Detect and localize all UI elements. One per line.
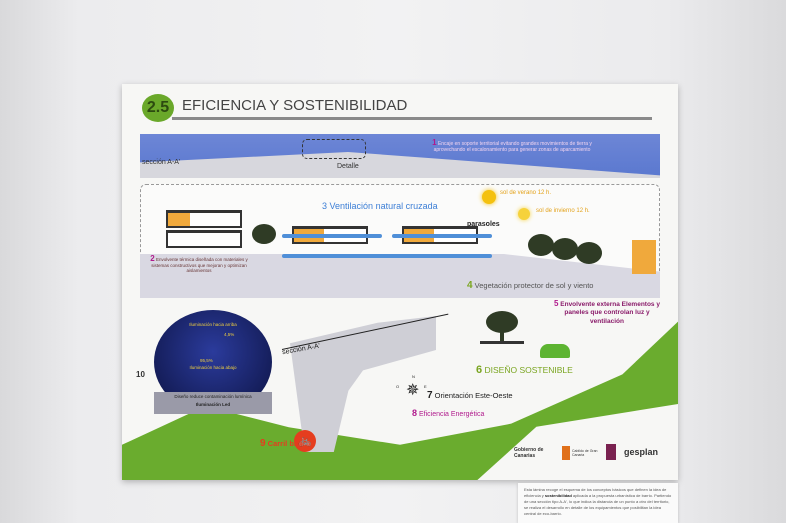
north: N <box>412 374 415 379</box>
text: Vegetación protector de sol y viento <box>474 281 594 290</box>
label-5: 5 Envolvente externa Elementos y paneles… <box>552 299 662 326</box>
tree-icon <box>252 224 276 244</box>
winter-sun-label: sol de invierno 12 h. <box>536 208 590 214</box>
night-lighting-diagram: Iluminación hacia arriba 4,5% 95,5% Ilum… <box>154 310 272 414</box>
logo-gobierno-canarias: Gobierno de Canarias <box>514 447 544 459</box>
tree-icon <box>552 238 578 260</box>
note-text: Encaje en soporte territorial evitando g… <box>433 141 592 153</box>
building <box>166 230 242 248</box>
ground <box>154 392 272 414</box>
caption-text: Esta lámina recoge el esquema de los con… <box>524 487 667 498</box>
label-3: 3 Ventilación natural cruzada <box>322 201 438 211</box>
text: Orientación Este-Oeste <box>434 391 513 400</box>
wind-arrow <box>282 234 382 238</box>
num: 4 <box>467 280 473 291</box>
crest-icon <box>606 444 616 460</box>
caption-text: aplicada a la propuesta urbanística de b… <box>524 493 672 516</box>
sun-icon <box>482 190 496 204</box>
section-badge: 2.5 <box>142 94 174 122</box>
down-label: Iluminación hacia abajo <box>189 365 237 370</box>
label-8: 8 Eficiencia Energética <box>412 408 484 418</box>
label-9: 9 Carril bici <box>260 438 302 449</box>
tree-icon <box>528 234 554 256</box>
title-underline <box>172 117 652 120</box>
note-1: 1 Encaje en soporte territorial evitando… <box>422 138 602 153</box>
num: 7 <box>427 390 433 401</box>
logo-cabildo: Cabildo de Gran Canaria <box>572 449 598 457</box>
num: 5 <box>554 299 559 308</box>
text: DISEÑO SOSTENIBLE <box>484 365 573 375</box>
label-7: 7 Orientación Este-Oeste <box>427 390 513 401</box>
summer-sun-label: sol de verano 12 h. <box>500 190 552 196</box>
num: 3 <box>322 201 328 211</box>
caption-card: Esta lámina recoge el esquema de los con… <box>518 483 678 523</box>
text: Carril bici <box>267 439 303 448</box>
parasoles-label: parasoles <box>467 221 500 228</box>
text: Eficiencia Energética <box>418 411 485 418</box>
label-4: 4 Vegetación protector de sol y viento <box>467 280 593 291</box>
external-envelope <box>632 240 656 274</box>
footer: Diseño reduce contaminación lumínica <box>174 394 252 399</box>
poster: 2.5 EFICIENCIA Y SOSTENIBILIDAD sección … <box>122 84 678 480</box>
num: 6 <box>476 364 483 376</box>
num: 8 <box>412 408 418 418</box>
num: 2 <box>150 254 155 263</box>
bicycle-icon: 🚲 <box>294 430 316 452</box>
car-icon <box>540 344 570 358</box>
note-number: 1 <box>432 138 437 147</box>
text: Envolvente térmica diseñada con material… <box>151 257 248 273</box>
tree-icon <box>576 242 602 264</box>
facade <box>168 213 190 226</box>
num: 9 <box>260 438 266 449</box>
sun-icon <box>518 208 530 220</box>
detail-label: Detalle <box>337 163 359 170</box>
up-label: Iluminación hacia arriba <box>189 322 237 327</box>
logo-gesplan: gesplan <box>624 447 659 457</box>
label-6: 6 DISEÑO SOSTENIBLE <box>476 364 573 376</box>
section-label: sección A-A' <box>142 159 181 166</box>
caption-bold: sostenibilidad <box>544 493 572 498</box>
label-2: 2 Envolvente térmica diseñada con materi… <box>144 254 254 273</box>
west: O <box>396 384 400 389</box>
poster-title: EFICIENCIA Y SOSTENIBILIDAD <box>182 97 408 114</box>
footer2: Iluminación Led <box>195 402 231 407</box>
detail-box <box>302 139 366 159</box>
wind-arrow <box>392 234 492 238</box>
east: E <box>424 384 427 389</box>
label-10: 10 <box>136 370 145 379</box>
text: Envolvente externa Elementos y paneles q… <box>560 301 660 325</box>
crest-icon <box>562 446 570 460</box>
text: Ventilación natural cruzada <box>329 201 438 211</box>
up-value: 4,5% <box>224 332 235 337</box>
wind-arrow <box>282 254 492 258</box>
building <box>166 210 242 228</box>
down-value: 95,5% <box>200 358 213 363</box>
tree-icon <box>480 311 524 344</box>
